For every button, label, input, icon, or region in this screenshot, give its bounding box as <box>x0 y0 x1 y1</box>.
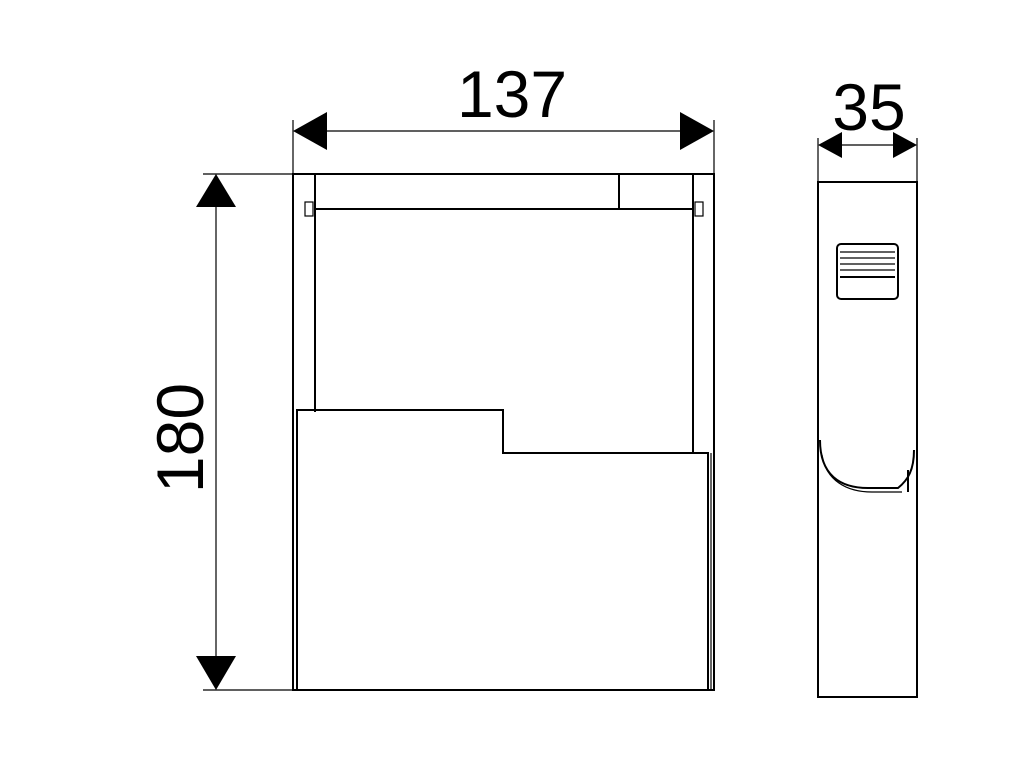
depth-dimension-label: 35 <box>832 70 905 144</box>
depth-arrow-left <box>818 132 842 158</box>
width-arrow-right <box>680 112 714 150</box>
front-right-pin <box>694 201 704 217</box>
depth-arrow-right <box>893 132 917 158</box>
front-left-pin <box>304 201 314 217</box>
height-dimension: 180 <box>143 173 293 691</box>
front-view <box>292 173 715 691</box>
front-view-outline <box>292 173 715 691</box>
height-arrow-bottom <box>196 656 236 690</box>
side-view <box>817 181 918 698</box>
front-stepped-cover <box>296 409 709 690</box>
side-latch <box>836 243 899 300</box>
depth-dimension: 35 <box>817 70 918 182</box>
width-arrow-left <box>293 112 327 150</box>
height-dimension-label: 180 <box>143 383 217 493</box>
width-dimension-label: 137 <box>457 57 567 131</box>
side-curved-shell-inner <box>821 454 902 493</box>
side-curved-shell <box>819 439 915 489</box>
height-arrow-top <box>196 174 236 207</box>
side-view-outline <box>817 181 918 698</box>
width-dimension: 137 <box>292 57 715 174</box>
side-latch-frame <box>836 243 899 300</box>
